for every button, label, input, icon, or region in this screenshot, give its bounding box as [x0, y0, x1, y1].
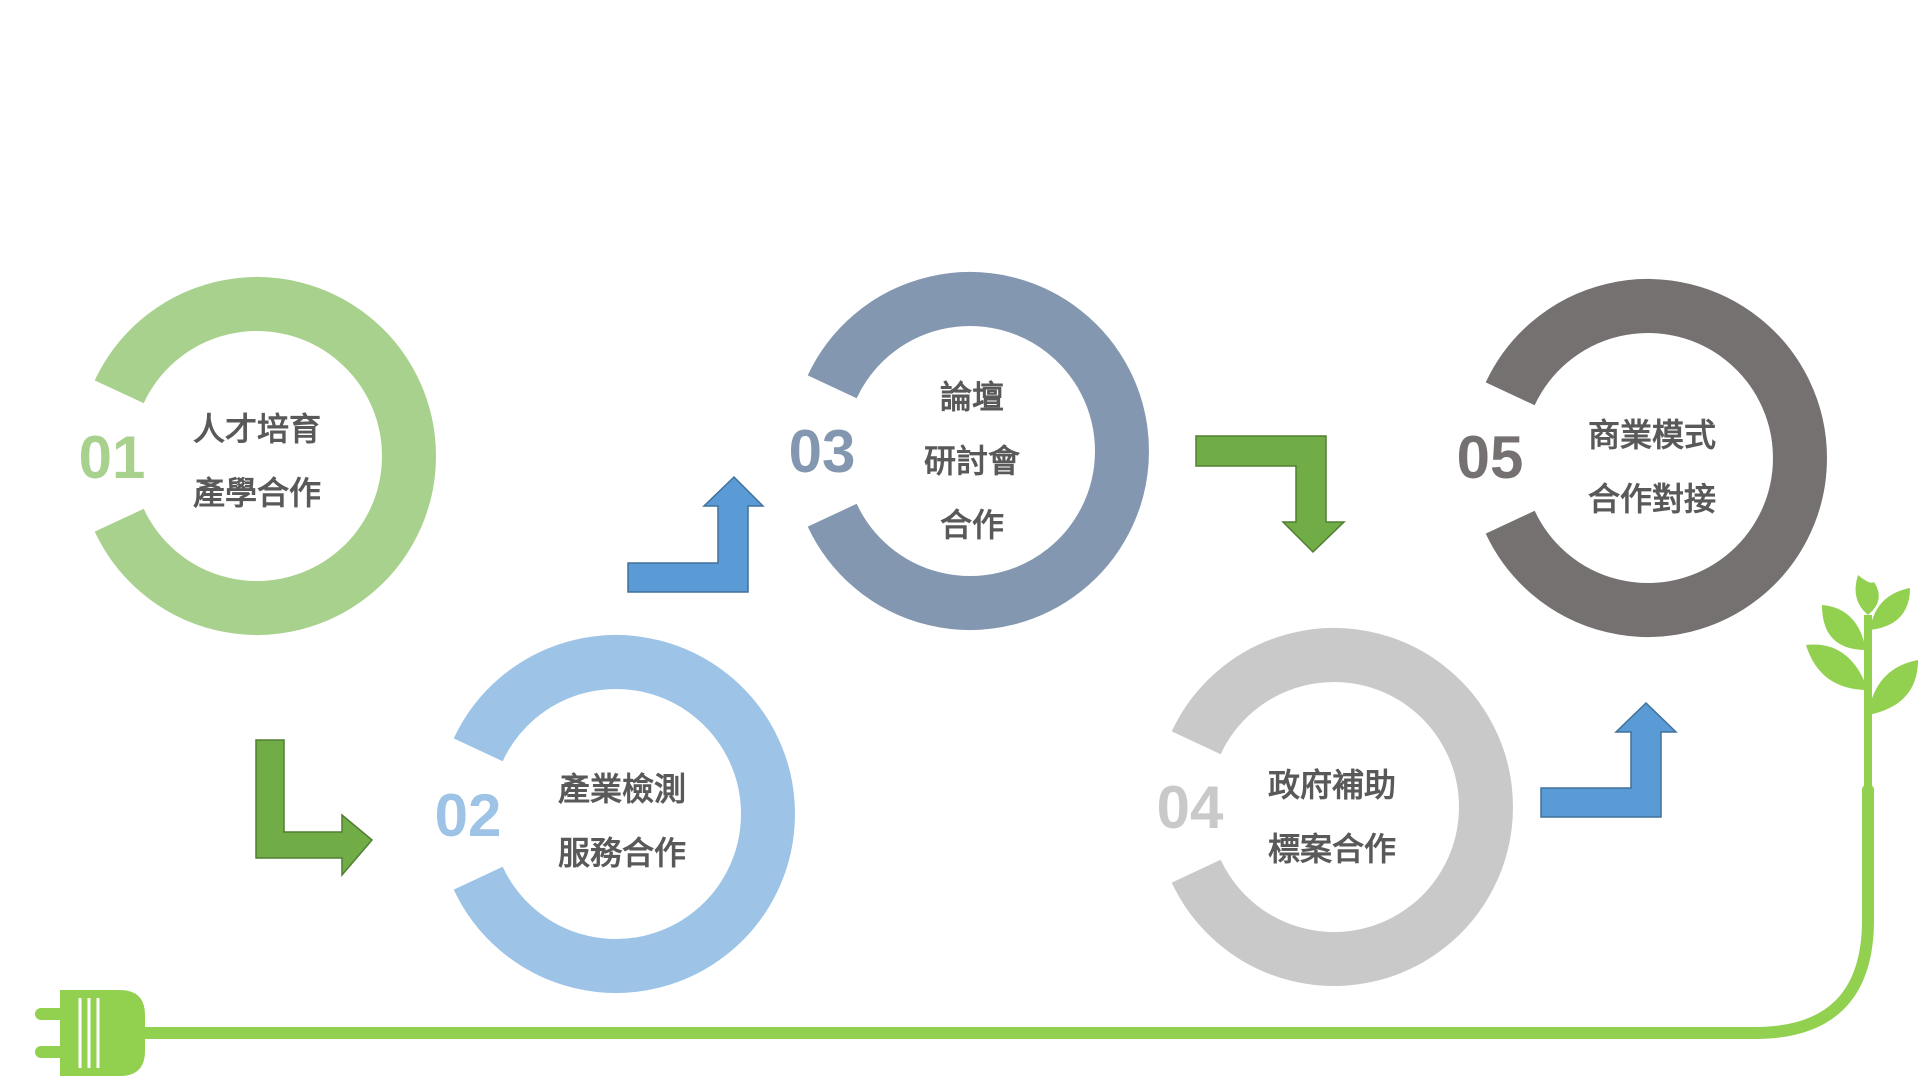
- step-label-line-1: 論壇: [940, 378, 1004, 416]
- step-ring: [94, 277, 436, 635]
- step-label-line-2: 標案合作: [1268, 830, 1396, 868]
- step-03: 03 論壇 研討會 合作: [789, 272, 1149, 630]
- step-02: 02 產業檢測 服務合作: [435, 635, 795, 993]
- step-label-line-2: 合作對接: [1588, 480, 1716, 518]
- step-label-line-1: 產業檢測: [558, 770, 686, 808]
- step-label-line-1: 政府補助: [1268, 766, 1396, 804]
- step-ring: [1171, 628, 1513, 986]
- arrow-02-to-03: [627, 475, 765, 593]
- arrow-03-to-04: [1195, 435, 1346, 554]
- arrow-01-to-02: [255, 739, 374, 878]
- step-label-line-2: 研討會: [924, 442, 1021, 480]
- step-04: 04 政府補助 標案合作: [1157, 628, 1513, 986]
- step-number: 01: [79, 424, 146, 491]
- step-05: 05 商業模式 合作對接: [1457, 279, 1827, 637]
- step-number: 04: [1157, 774, 1224, 841]
- step-number: 05: [1457, 424, 1524, 491]
- plug-icon: [35, 990, 145, 1076]
- sprout-icon: [1806, 575, 1918, 795]
- step-number: 03: [789, 418, 856, 485]
- step-ring: [1485, 279, 1827, 637]
- step-number: 02: [435, 782, 502, 849]
- arrow-04-to-05: [1540, 701, 1678, 818]
- step-ring: [453, 635, 795, 993]
- step-label-line-2: 產學合作: [193, 474, 321, 512]
- step-label-line-1: 商業模式: [1588, 416, 1716, 454]
- step-label-line-2: 服務合作: [558, 834, 686, 872]
- step-ring: [807, 272, 1149, 630]
- step-label-line-1: 人才培育: [193, 410, 321, 448]
- power-cord: [134, 784, 1874, 1039]
- step-label-line-3: 合作: [940, 506, 1004, 544]
- step-01: 01 人才培育 產學合作: [79, 277, 436, 635]
